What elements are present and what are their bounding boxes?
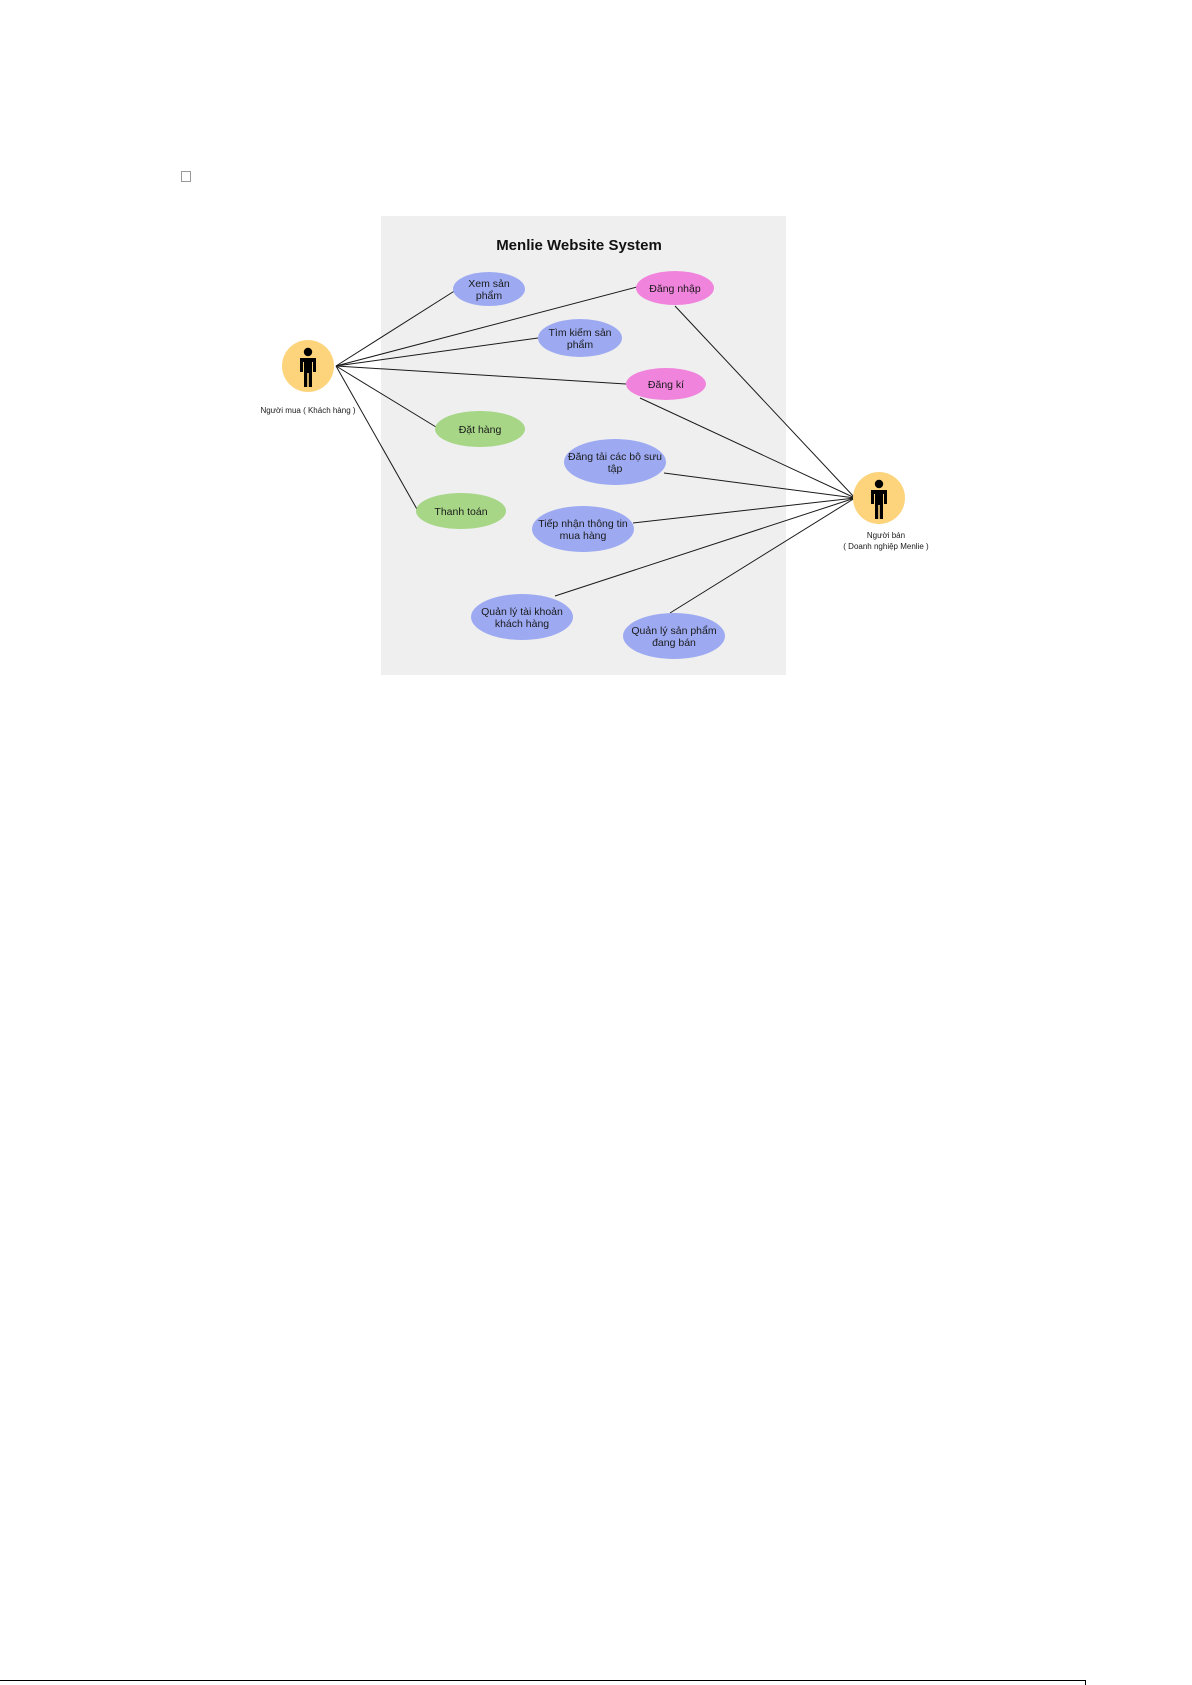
actor-label: Người mua ( Khách hàng ) (260, 406, 355, 415)
system-title: Menlie Website System (496, 237, 662, 254)
use-case-register: Đăng kí (626, 368, 706, 400)
use-case-label: Đặt hàng (459, 424, 502, 436)
use-case-label: Đăng nhập (649, 283, 701, 295)
use-case-order: Đặt hàng (435, 411, 525, 447)
use-case-login: Đăng nhập (636, 271, 714, 305)
use-case-label: mua hàng (560, 530, 607, 542)
use-case-label: Quản lý sản phẩm (631, 625, 716, 637)
use-case-label: phẩm (476, 290, 503, 302)
use-case-label: Thanh toán (434, 506, 487, 518)
page-bottom-rule (0, 1680, 1085, 1681)
use-case-label: Tiếp nhận thông tin (538, 518, 628, 530)
use-case-label: phẩm (567, 339, 594, 351)
actor-label: ( Doanh nghiệp Menlie ) (843, 542, 929, 551)
use-case-pay: Thanh toán (416, 493, 506, 529)
actor-label: Người bán (867, 531, 905, 540)
use-case-label: Đăng tải các bộ sưu (568, 451, 662, 463)
use-case-label: Xem sản (468, 278, 510, 290)
use-case-label: Quản lý tài khoản (481, 606, 563, 618)
use-case-label: tập (608, 463, 623, 475)
use-case-label: Tìm kiếm sản (548, 327, 611, 339)
actor-seller: Người bán ( Doanh nghiệp Menlie ) (843, 472, 929, 551)
page-bottom-tick (1085, 1680, 1086, 1685)
use-case-label: khách hàng (495, 618, 549, 630)
actor-buyer: Người mua ( Khách hàng ) (260, 340, 355, 415)
use-case-label: Đăng kí (648, 379, 684, 391)
use-case-label: đang bán (652, 637, 696, 649)
